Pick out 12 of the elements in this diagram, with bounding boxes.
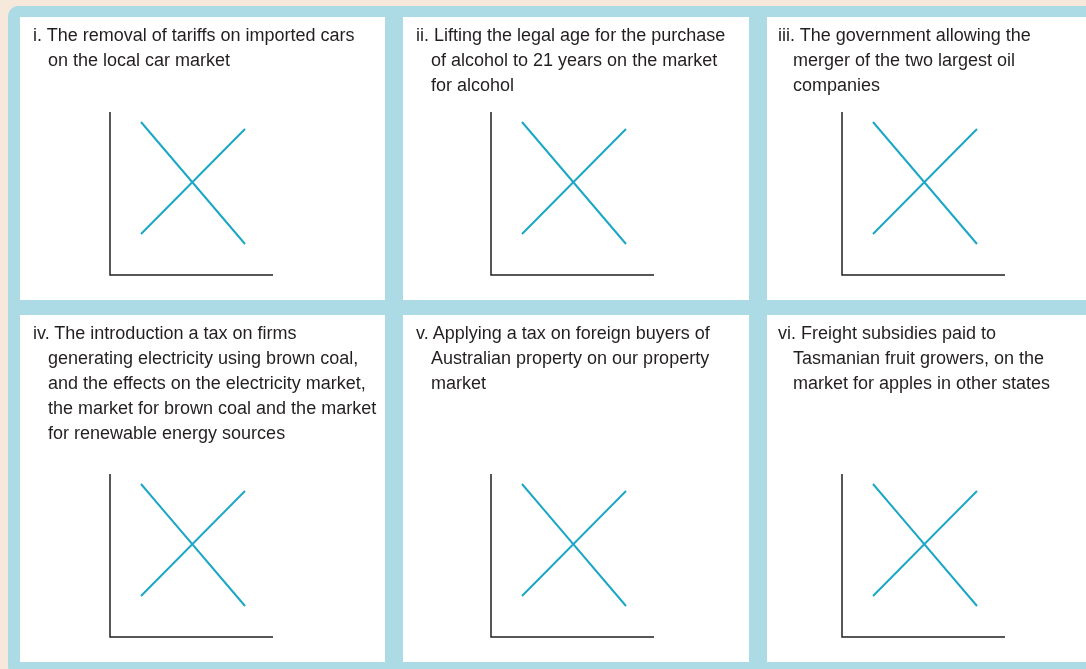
question-text: ii. Lifting the legal age for the purchase of alcohol to 21 years on the market for alcohol <box>416 24 727 97</box>
question-card <box>20 17 385 300</box>
question-card <box>767 17 1086 300</box>
question-text: iv. The introduction a tax on firms generating electricity using brown coal, and the effects on the electricity market, the market for brown coal and the market for renewable energy sources <box>33 322 377 445</box>
question-text: i. The removal of tariffs on imported cars on the local car market <box>33 24 356 72</box>
question-text: iii. The government allowing the merger of the two largest oil companies <box>778 24 1032 97</box>
question-text: v. Applying a tax on foreign buyers of Australian property on our property market <box>416 322 711 395</box>
question-card <box>767 315 1086 662</box>
question-text: vi. Freight subsidies paid to Tasmanian fruit growers, on the market for apples in other states <box>778 322 1052 395</box>
question-card <box>20 315 385 662</box>
question-card <box>403 315 749 662</box>
question-card <box>403 17 749 300</box>
